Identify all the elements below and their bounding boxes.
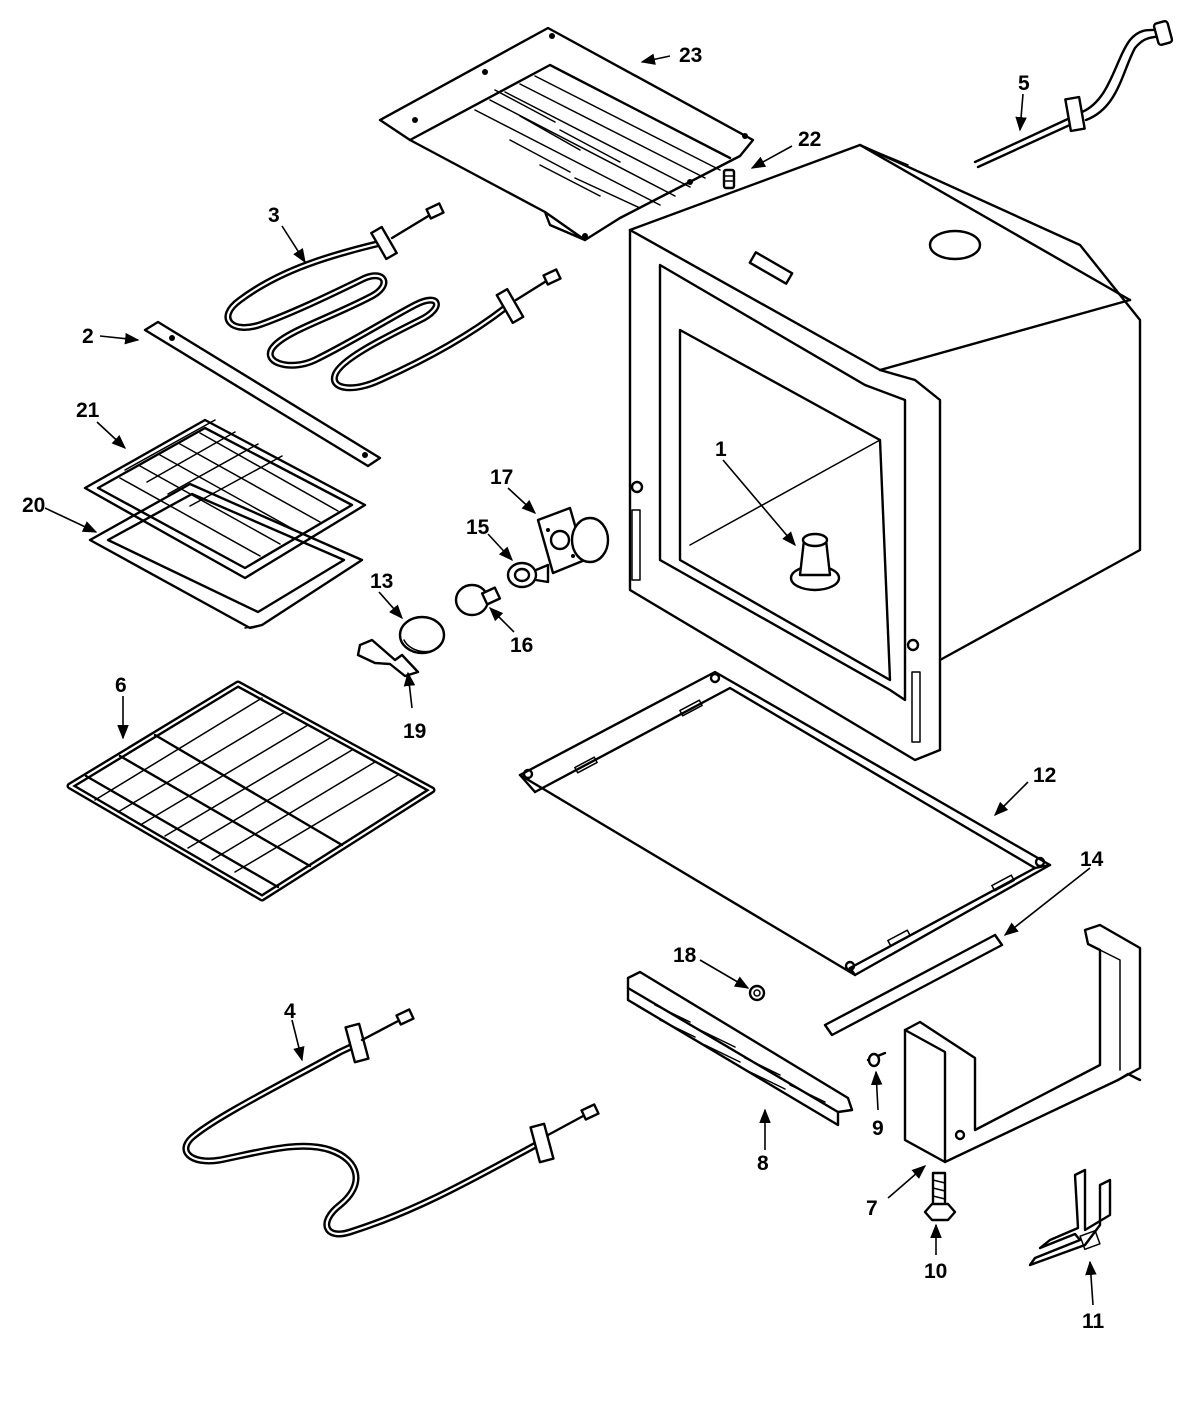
part-20-broil-pan [88, 482, 364, 630]
part-5-oven-sensor [973, 20, 1174, 169]
part-22-screw [722, 168, 736, 190]
callout-4: 4 [284, 1000, 296, 1023]
callout-1: 1 [715, 438, 727, 461]
part-14-rail [823, 933, 1004, 1037]
callout-10: 10 [924, 1260, 947, 1283]
callout-6: 6 [115, 674, 127, 697]
callout-14: 14 [1080, 848, 1104, 871]
callout-7: 7 [866, 1197, 878, 1220]
callout-13: 13 [370, 570, 393, 593]
part-1-rack-support [789, 532, 841, 592]
part-2-strip [143, 320, 382, 468]
callout-18: 18 [673, 944, 697, 967]
part-11-anti-tip-bracket [1028, 1168, 1112, 1267]
callout-19: 19 [403, 720, 426, 743]
callout-16: 16 [510, 634, 533, 657]
callout-11: 11 [1082, 1310, 1105, 1333]
part-10-leveling-leg [923, 1171, 957, 1222]
part-3-broil-element [224, 202, 562, 392]
callout-9: 9 [872, 1117, 884, 1140]
callout-2: 2 [82, 325, 94, 348]
part-6-oven-rack [66, 680, 436, 902]
oven-cavity [628, 143, 1142, 762]
callout-15: 15 [466, 516, 490, 539]
callout-labels: 23 22 5 3 2 21 20 17 15 13 16 19 6 1 12 … [22, 44, 1105, 1333]
part-4-bake-element [182, 1008, 600, 1238]
part-13-light-lens [398, 615, 446, 655]
callout-5: 5 [1018, 72, 1030, 95]
part-7-frame [903, 923, 1142, 1164]
callout-21: 21 [76, 399, 100, 422]
part-17-light-socket-housing [536, 506, 610, 575]
callout-23: 23 [679, 44, 702, 67]
callout-17: 17 [490, 466, 513, 489]
part-12-oven-bottom-tray [518, 670, 1052, 977]
part-9-screw [866, 1051, 887, 1068]
callout-3: 3 [268, 204, 280, 227]
callout-22: 22 [798, 128, 821, 151]
part-16-light-bulb [454, 583, 502, 617]
part-8-bracket [626, 970, 854, 1127]
leader-arrows [44, 53, 1097, 1306]
callout-20: 20 [22, 494, 45, 517]
callout-8: 8 [757, 1152, 769, 1175]
part-18-nut [748, 984, 766, 1002]
part-15-light-socket [506, 561, 550, 589]
part-21-broiler-grid [83, 418, 367, 580]
callout-12: 12 [1033, 764, 1056, 787]
part-23-top-shield [378, 26, 755, 242]
